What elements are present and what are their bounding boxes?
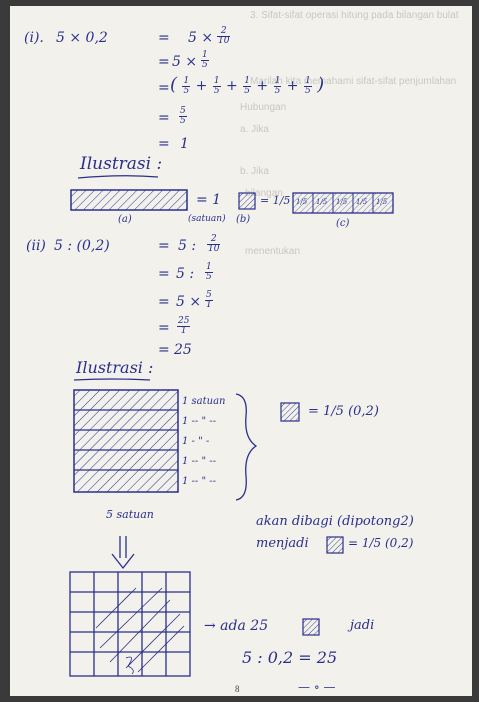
equals-sign: = xyxy=(158,80,170,96)
grid-25 xyxy=(69,571,191,677)
ghost-line: menentukan xyxy=(245,246,301,257)
row-label: 1 satuan xyxy=(182,396,226,407)
notebook-page: 3. Sifat-sifat operasi hitung pada bilan… xyxy=(10,6,472,696)
ii-step1-prefix: 5 : xyxy=(178,238,197,254)
fifth-square xyxy=(280,402,300,422)
part-i-result: 1 xyxy=(180,136,189,152)
square-eq: = 1/5 (0,2) xyxy=(308,404,379,419)
ii-step2-prefix: 5 : xyxy=(176,266,195,282)
satuan-note: (satuan) xyxy=(188,214,226,224)
equals-sign: = xyxy=(158,266,170,282)
strip-cell: 1/5 xyxy=(296,198,308,206)
fifths-strip xyxy=(292,192,394,214)
ghost-line: Marilah kita memahami sifat-sifat penjum… xyxy=(250,76,457,87)
row-label: 1 -- " -- xyxy=(182,456,217,467)
five-unit-bars xyxy=(73,389,179,493)
part-i-expression: 5 × 0,2 xyxy=(56,30,108,46)
ghost-line: Hubungan xyxy=(240,102,287,113)
part-i-label: (i). xyxy=(24,30,44,46)
fifth-square xyxy=(326,536,344,554)
equals-one: = 1 xyxy=(196,192,222,208)
small-label-b: (b) xyxy=(236,214,251,225)
ghost-line: 3. Sifat-sifat operasi hitung pada bilan… xyxy=(250,10,459,21)
equals-sign: = xyxy=(158,110,170,126)
unit-bar xyxy=(70,189,188,211)
strip-label-c: (c) xyxy=(336,218,350,229)
step2-prefix: 5 × xyxy=(172,54,198,70)
ghost-line: b. Jika xyxy=(240,166,269,177)
note-menjadi: menjadi xyxy=(256,536,309,551)
note-dibagi: akan dibagi (dipotong2) xyxy=(256,514,414,529)
ilustrasi-heading: Ilustrasi : xyxy=(80,154,163,174)
heading-underline xyxy=(73,378,151,381)
down-arrow-icon xyxy=(111,536,135,570)
equals-sign: = xyxy=(158,54,170,70)
ghost-line: a. Jika xyxy=(240,124,269,135)
ilustrasi-heading: Ilustrasi : xyxy=(76,358,154,377)
equals-sign: = xyxy=(158,320,170,336)
part-ii-expression: 5 : (0,2) xyxy=(54,238,110,254)
equals-sign: = xyxy=(158,342,170,358)
row-label: 1 -- " -- xyxy=(182,476,217,487)
bottom-label: 5 satuan xyxy=(106,508,154,521)
strip-cell: 1/5 xyxy=(356,198,368,206)
row-label: 1 - " - xyxy=(182,436,210,447)
equals-sign: = xyxy=(158,294,170,310)
row-label: 1 -- " -- xyxy=(182,416,217,427)
fifth-square xyxy=(238,192,256,210)
strip-cell: 1/5 xyxy=(376,198,388,206)
heading-underline xyxy=(77,175,159,179)
fifth-square xyxy=(302,618,320,636)
strip-cell: 1/5 xyxy=(336,198,348,206)
equals-sign: = xyxy=(158,30,170,46)
fifth-eq: = 1/5 xyxy=(260,194,291,207)
ghost-line: bilangan xyxy=(245,188,283,199)
arrow-ada-25: → ada 25 xyxy=(204,618,269,634)
part-ii-result: 25 xyxy=(174,342,192,358)
curly-brace xyxy=(235,393,258,501)
step1-prefix: 5 × xyxy=(188,30,214,46)
equals-sign: = xyxy=(158,238,170,254)
note-menjadi-eq: = 1/5 (0,2) xyxy=(348,536,414,550)
page-number: 8 xyxy=(235,684,240,694)
final-equation: 5 : 0,2 = 25 xyxy=(242,648,338,667)
equals-sign: = xyxy=(158,136,170,152)
strip-cell: 1/5 xyxy=(316,198,328,206)
ii-step3-prefix: 5 × xyxy=(176,294,202,310)
footer-mark: — ∘ — xyxy=(298,680,336,694)
jadi: jadi xyxy=(350,618,375,633)
part-ii-label: (ii) xyxy=(26,238,46,254)
bar-label-a: (a) xyxy=(118,214,132,225)
